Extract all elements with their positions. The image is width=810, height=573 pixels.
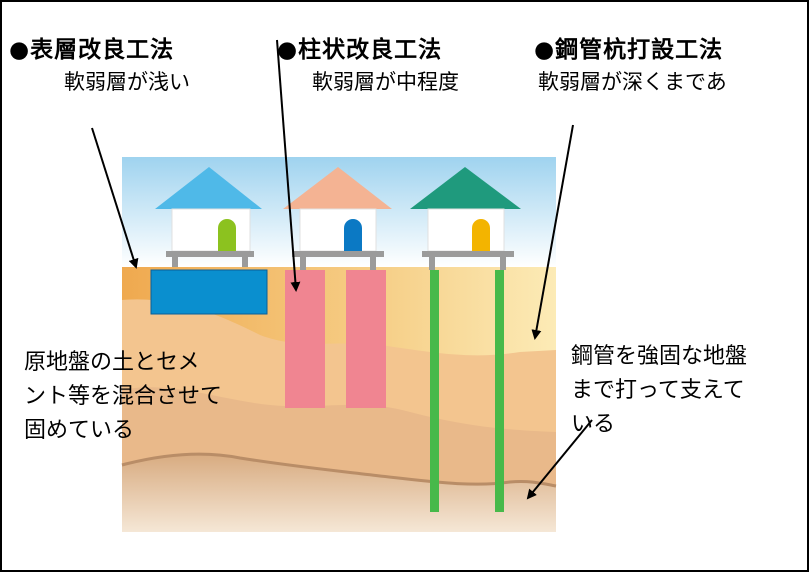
house2-leg-left — [300, 257, 306, 271]
arrow-column — [276, 39, 301, 292]
house-column-method — [283, 167, 392, 408]
method-title-surface: ●表層改良工法 — [9, 37, 175, 63]
house2-roof — [283, 167, 392, 209]
house3-base — [422, 251, 514, 257]
bearing-layer — [122, 454, 556, 532]
arrow-surface — [91, 127, 139, 269]
method-desc-surface: 軟弱層が浅い — [64, 70, 190, 94]
note-left: 原地盤の土とセメ ント等を混合させて 固めている — [24, 346, 222, 448]
house3-wall — [427, 208, 505, 252]
improved-slab — [150, 269, 268, 315]
house1-wall — [171, 208, 251, 252]
house1-roof — [155, 167, 262, 209]
note-left-line-3: 固めている — [24, 418, 135, 443]
house3-leg-right — [500, 257, 506, 270]
house1-leg-left — [172, 257, 178, 267]
note-right-line-1: 鋼管を強固な地盤 — [571, 344, 748, 369]
method-desc-column: 軟弱層が中程度 — [312, 70, 459, 94]
method-title-column: ●柱状改良工法 — [277, 37, 443, 63]
arrow-pile-top — [531, 124, 574, 340]
method-desc-pile: 軟弱層が深くまであ — [538, 70, 727, 94]
note-right-line-3: いる — [571, 412, 616, 437]
house1-base — [166, 251, 254, 257]
note-right-line-2: まで打って支えて — [571, 378, 745, 403]
steel-pile-right — [495, 270, 504, 512]
house3-door — [472, 219, 490, 251]
house2-base — [292, 251, 384, 257]
improved-column-right — [346, 270, 386, 408]
house3-leg-left — [429, 257, 435, 270]
house1-leg-right — [242, 257, 248, 267]
house3-roof — [410, 167, 521, 209]
improved-column-left — [285, 270, 325, 408]
house-pile-method — [410, 167, 521, 512]
house1-door — [218, 219, 236, 251]
note-left-line-1: 原地盤の土とセメ — [24, 350, 200, 375]
house-surface-method — [150, 167, 268, 315]
steel-pile-left — [430, 270, 439, 512]
house2-wall — [299, 208, 377, 252]
method-title-pile: ●鋼管杭打設工法 — [534, 37, 724, 63]
house2-door — [344, 219, 362, 251]
house2-leg-right — [370, 257, 376, 271]
note-right: 鋼管を強固な地盤 まで打って支えて いる — [571, 340, 747, 442]
bearing-layer-edge — [121, 452, 557, 488]
note-left-line-2: ント等を混合させて — [24, 384, 223, 409]
arrow-pile-bottom — [526, 419, 593, 500]
